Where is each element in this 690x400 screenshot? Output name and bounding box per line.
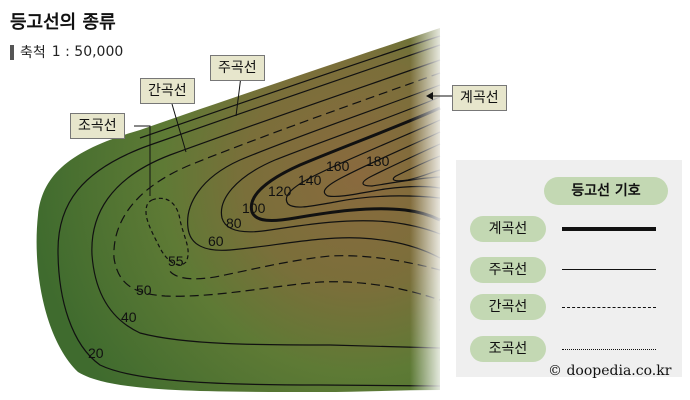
- legend-line-thick-solid: [562, 227, 656, 231]
- elev-40: 40: [121, 309, 137, 325]
- terrain-landmass: [36, 28, 441, 392]
- scale-value: 1 : 50,000: [51, 44, 124, 60]
- contour-120: [285, 119, 441, 208]
- contour-40: [91, 59, 441, 349]
- contour-20: [57, 44, 441, 387]
- contour-140: [323, 131, 441, 198]
- elev-20: 20: [88, 345, 104, 361]
- callout-gyegokseon: 계곡선: [452, 85, 507, 111]
- elev-60: 60: [208, 233, 224, 249]
- elev-50: 50: [136, 282, 152, 298]
- elevation-labels: 20 40 50 55 60 80 100 120 140 160 180: [88, 153, 390, 361]
- callout-gangokseon: 간곡선: [140, 78, 195, 104]
- elev-100: 100: [242, 200, 266, 216]
- elev-120: 120: [268, 183, 292, 199]
- copyright-text: © doopedia.co.kr: [548, 363, 672, 379]
- scale-marker: [10, 44, 14, 60]
- legend-label-gyegokseon: 계곡선: [470, 216, 546, 242]
- legend-line-short-dash: [562, 349, 656, 350]
- legend-label-jugokseon: 주곡선: [470, 257, 546, 283]
- legend-label-josokseon: 조곡선: [470, 336, 546, 362]
- contour-55: [145, 197, 189, 266]
- contour-100: [249, 106, 441, 222]
- legend-panel: 등고선 기호 계곡선 주곡선 간곡선 조곡선: [456, 160, 682, 377]
- elev-180: 180: [366, 153, 390, 169]
- arrow-gyegokseon: [426, 92, 433, 100]
- scale-label: 축척: [20, 45, 46, 61]
- elev-55: 55: [168, 253, 184, 269]
- legend-line-long-dash: [562, 307, 656, 308]
- legend-title: 등고선 기호: [544, 177, 668, 205]
- contour-60b: [167, 255, 441, 280]
- callout-jugokseon: 주곡선: [210, 55, 265, 81]
- callout-josokseon: 조곡선: [70, 113, 125, 139]
- legend-label-gangokseon: 간곡선: [470, 294, 546, 320]
- leader-josokseon: [134, 125, 151, 196]
- page-title: 등고선의 종류: [10, 12, 116, 33]
- leader-gangokseon: [171, 103, 187, 153]
- legend-line-thin-solid: [562, 269, 656, 270]
- map-scale: 축척 1 : 50,000: [10, 42, 123, 62]
- elev-140: 140: [298, 172, 322, 188]
- contour-60: [187, 84, 441, 259]
- elev-160: 160: [326, 158, 350, 174]
- contour-80: [220, 96, 441, 235]
- leader-jugokseon: [235, 75, 242, 117]
- elev-80: 80: [226, 215, 242, 231]
- contour-50: [113, 72, 441, 301]
